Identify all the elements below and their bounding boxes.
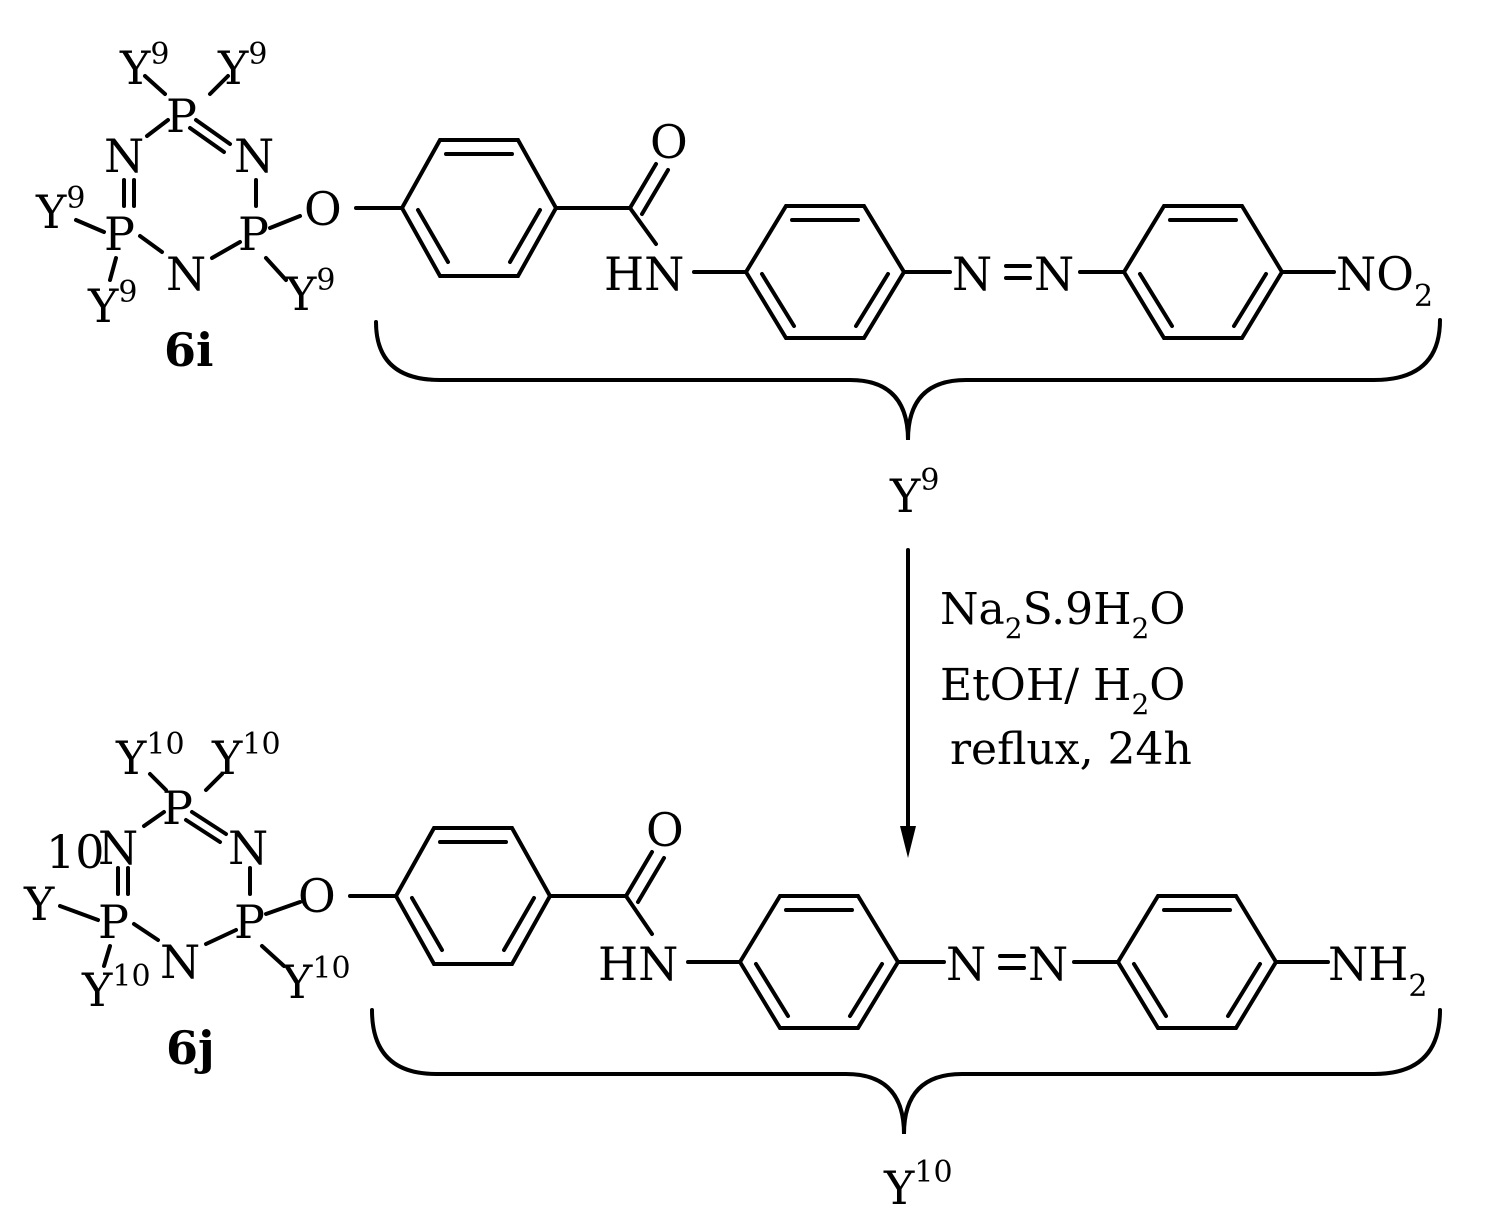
phosphazene-ring-6i — [74, 74, 302, 282]
linker-oxygen-6i: O — [304, 182, 342, 236]
nitro-group: NO2 — [1336, 247, 1433, 314]
benzene-ring-2-6i — [743, 204, 907, 340]
ring-n-bottom-6j: N — [160, 935, 200, 989]
substituent-label-6i: Y9 — [119, 37, 169, 95]
ring-p-left-6j: P — [98, 895, 129, 949]
substituent-label-6j: Y10 — [281, 951, 351, 1009]
ring-p-top-6i: P — [166, 89, 197, 143]
phosphazene-ring-6j — [58, 772, 302, 968]
ring-p-right-6i: P — [238, 207, 269, 261]
reagent-line: Na2S.9H2O — [940, 584, 1185, 645]
compound-label-6i: 6i — [164, 323, 213, 377]
ring-n-right-6j: N — [228, 821, 268, 875]
azo-n1-6i: N — [952, 247, 992, 301]
azo-n1-6j: N — [946, 937, 986, 991]
substituent-label-6i: Y9 — [217, 37, 267, 95]
substituent-index-6j: 10 — [46, 825, 105, 879]
amide-nh-6j: HN — [598, 937, 678, 991]
reaction-arrow — [900, 548, 916, 858]
carbonyl-oxygen-6j: O — [646, 803, 684, 857]
substituent-label-6i: Y9 — [35, 181, 85, 239]
ring-n-bottom-6i: N — [166, 247, 206, 301]
substituent-label-6j: Y10 — [115, 727, 185, 785]
ring-n-left-6i: N — [104, 129, 144, 183]
benzene-ring-1-6i — [399, 138, 559, 278]
ring-p-top-6j: P — [162, 781, 193, 835]
azo-n2-6j: N — [1028, 937, 1068, 991]
brace-6j — [370, 1008, 1442, 1135]
compound-6i: P N N P P N Y9 Y9 Y9 Y9 Y9 O O HN — [35, 37, 1442, 523]
benzene-ring-2-6j — [737, 894, 901, 1030]
ring-p-right-6j: P — [234, 895, 265, 949]
carbonyl-oxygen-6i: O — [650, 115, 688, 169]
benzene-ring-1-6j — [393, 826, 553, 966]
azo-n2-6i: N — [1034, 247, 1074, 301]
substituent-label-6j: Y — [23, 877, 55, 931]
linker-oxygen-6j: O — [298, 869, 336, 923]
amino-group: NH2 — [1328, 937, 1427, 1004]
brace-6i — [374, 318, 1442, 441]
substituent-label-6j: Y10 — [211, 727, 281, 785]
brace-label-6j: Y10 — [883, 1155, 953, 1215]
compound-label-6j: 6j — [166, 1021, 215, 1075]
conditions-line: reflux, 24h — [950, 724, 1192, 775]
substituent-label-6j: Y10 — [81, 959, 151, 1017]
benzene-ring-3-6j — [1115, 894, 1279, 1030]
brace-label-6i: Y9 — [889, 463, 939, 523]
ring-n-right-6i: N — [234, 129, 274, 183]
ring-p-left-6i: P — [104, 207, 135, 261]
compound-6j: P N N P P N Y10 Y10 10 Y Y10 Y10 O O HN — [23, 727, 1442, 1215]
solvent-line: EtOH/ H2O — [940, 660, 1185, 721]
substituent-label-6i: Y9 — [285, 263, 335, 321]
substituent-label-6i: Y9 — [87, 275, 137, 333]
amide-nh-6i: HN — [604, 247, 684, 301]
ring-n-left-6j: N — [98, 821, 138, 875]
benzene-ring-3-6i — [1121, 204, 1285, 340]
